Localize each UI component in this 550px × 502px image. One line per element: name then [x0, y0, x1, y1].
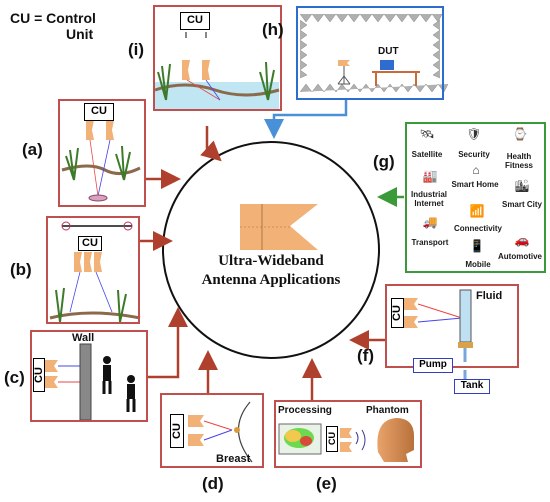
wifi-icon: 📶: [469, 204, 485, 218]
watch-icon: ⌚: [512, 127, 528, 141]
panel-e-phantom-label: Phantom: [366, 405, 409, 416]
panel-h-tag: (h): [262, 20, 284, 39]
panel-f-pump-box: Pump: [413, 358, 453, 373]
panel-g-tag: (g): [373, 152, 395, 171]
panel-b-illustration: [49, 221, 141, 323]
car-icon: 🚗: [514, 233, 530, 247]
legend-line2: Unit: [66, 26, 94, 42]
home-icon: ⌂: [472, 163, 480, 177]
center-antenna-illustration: [240, 204, 318, 250]
g-item-connectivity: Connectivity: [453, 224, 502, 233]
panel-b-tag: (b): [10, 260, 32, 279]
g-item-mobile: Mobile: [465, 260, 491, 269]
g-item-automotive: Automotive: [498, 252, 542, 261]
security-icon: 🛡: [466, 127, 482, 141]
truck-icon: 🚚: [422, 215, 438, 229]
panel-d: [160, 393, 264, 468]
panel-i: [153, 5, 282, 111]
panel-g: [405, 122, 546, 273]
city-icon: 🏙: [514, 179, 530, 193]
panel-f-illustration: [404, 289, 473, 380]
center-title-line1: Ultra-Wideband: [218, 253, 324, 269]
panel-d-tag: (d): [202, 474, 224, 493]
panel-b: [46, 216, 140, 324]
panel-c-illustration: [44, 343, 136, 421]
panel-c: [30, 330, 148, 422]
panel-f-tag: (f): [357, 346, 374, 365]
panel-h-dut-label: DUT: [378, 46, 399, 57]
panel-i-illustration: [154, 32, 280, 110]
panel-a-tag: (a): [22, 140, 43, 159]
panel-f-fluid-label: Fluid: [476, 290, 503, 302]
satellite-icon: 🛰: [419, 127, 435, 141]
panel-d-cu-box: CU: [170, 414, 184, 448]
panel-h-illustration: [299, 13, 449, 93]
legend-line1: CU = Control: [10, 10, 96, 26]
factory-icon: 🏭: [422, 169, 438, 183]
panel-a-cu-box: CU: [84, 103, 114, 121]
g-item-industrial-internet: Industrial Internet: [410, 190, 447, 208]
panel-i-cu-box: CU: [180, 12, 210, 30]
panel-d-illustration: [188, 401, 253, 463]
legend: CU = Control Unit: [10, 10, 96, 42]
panel-h: [296, 6, 444, 100]
center-title: Ultra-Wideband Antenna Applications: [175, 252, 367, 290]
phone-icon: 📱: [469, 239, 485, 253]
panel-e: [274, 400, 422, 468]
g-item-transport: Transport: [411, 238, 449, 247]
arrows: [140, 99, 404, 400]
g-item-health-fitness: Health Fitness: [504, 152, 533, 170]
panel-b-cu-box: CU: [78, 236, 102, 251]
g-item-smart-home: Smart Home: [451, 180, 499, 189]
g-item-satellite: Satellite: [411, 150, 443, 159]
panel-c-cu-box: CU: [33, 358, 45, 392]
g-item-security: Security: [458, 150, 490, 159]
panel-i-tag: (i): [128, 40, 145, 59]
panel-c-tag: (c): [4, 368, 25, 387]
panel-a: [58, 99, 146, 207]
panel-e-cu-box: CU: [326, 426, 338, 452]
panel-f-tank-box: Tank: [454, 379, 490, 394]
center-title-line2: Antenna Applications: [201, 272, 341, 288]
panel-a-illustration: [61, 107, 141, 202]
panel-f-cu-box: CU: [391, 298, 404, 328]
panel-c-wall-label: Wall: [72, 332, 95, 344]
panel-d-breast-label: Breast: [216, 453, 251, 465]
panel-e-illustration: [278, 418, 414, 462]
panel-e-tag: (e): [316, 474, 337, 493]
g-item-smart-city: Smart City: [501, 200, 542, 209]
panel-e-processing-label: Processing: [278, 405, 332, 416]
